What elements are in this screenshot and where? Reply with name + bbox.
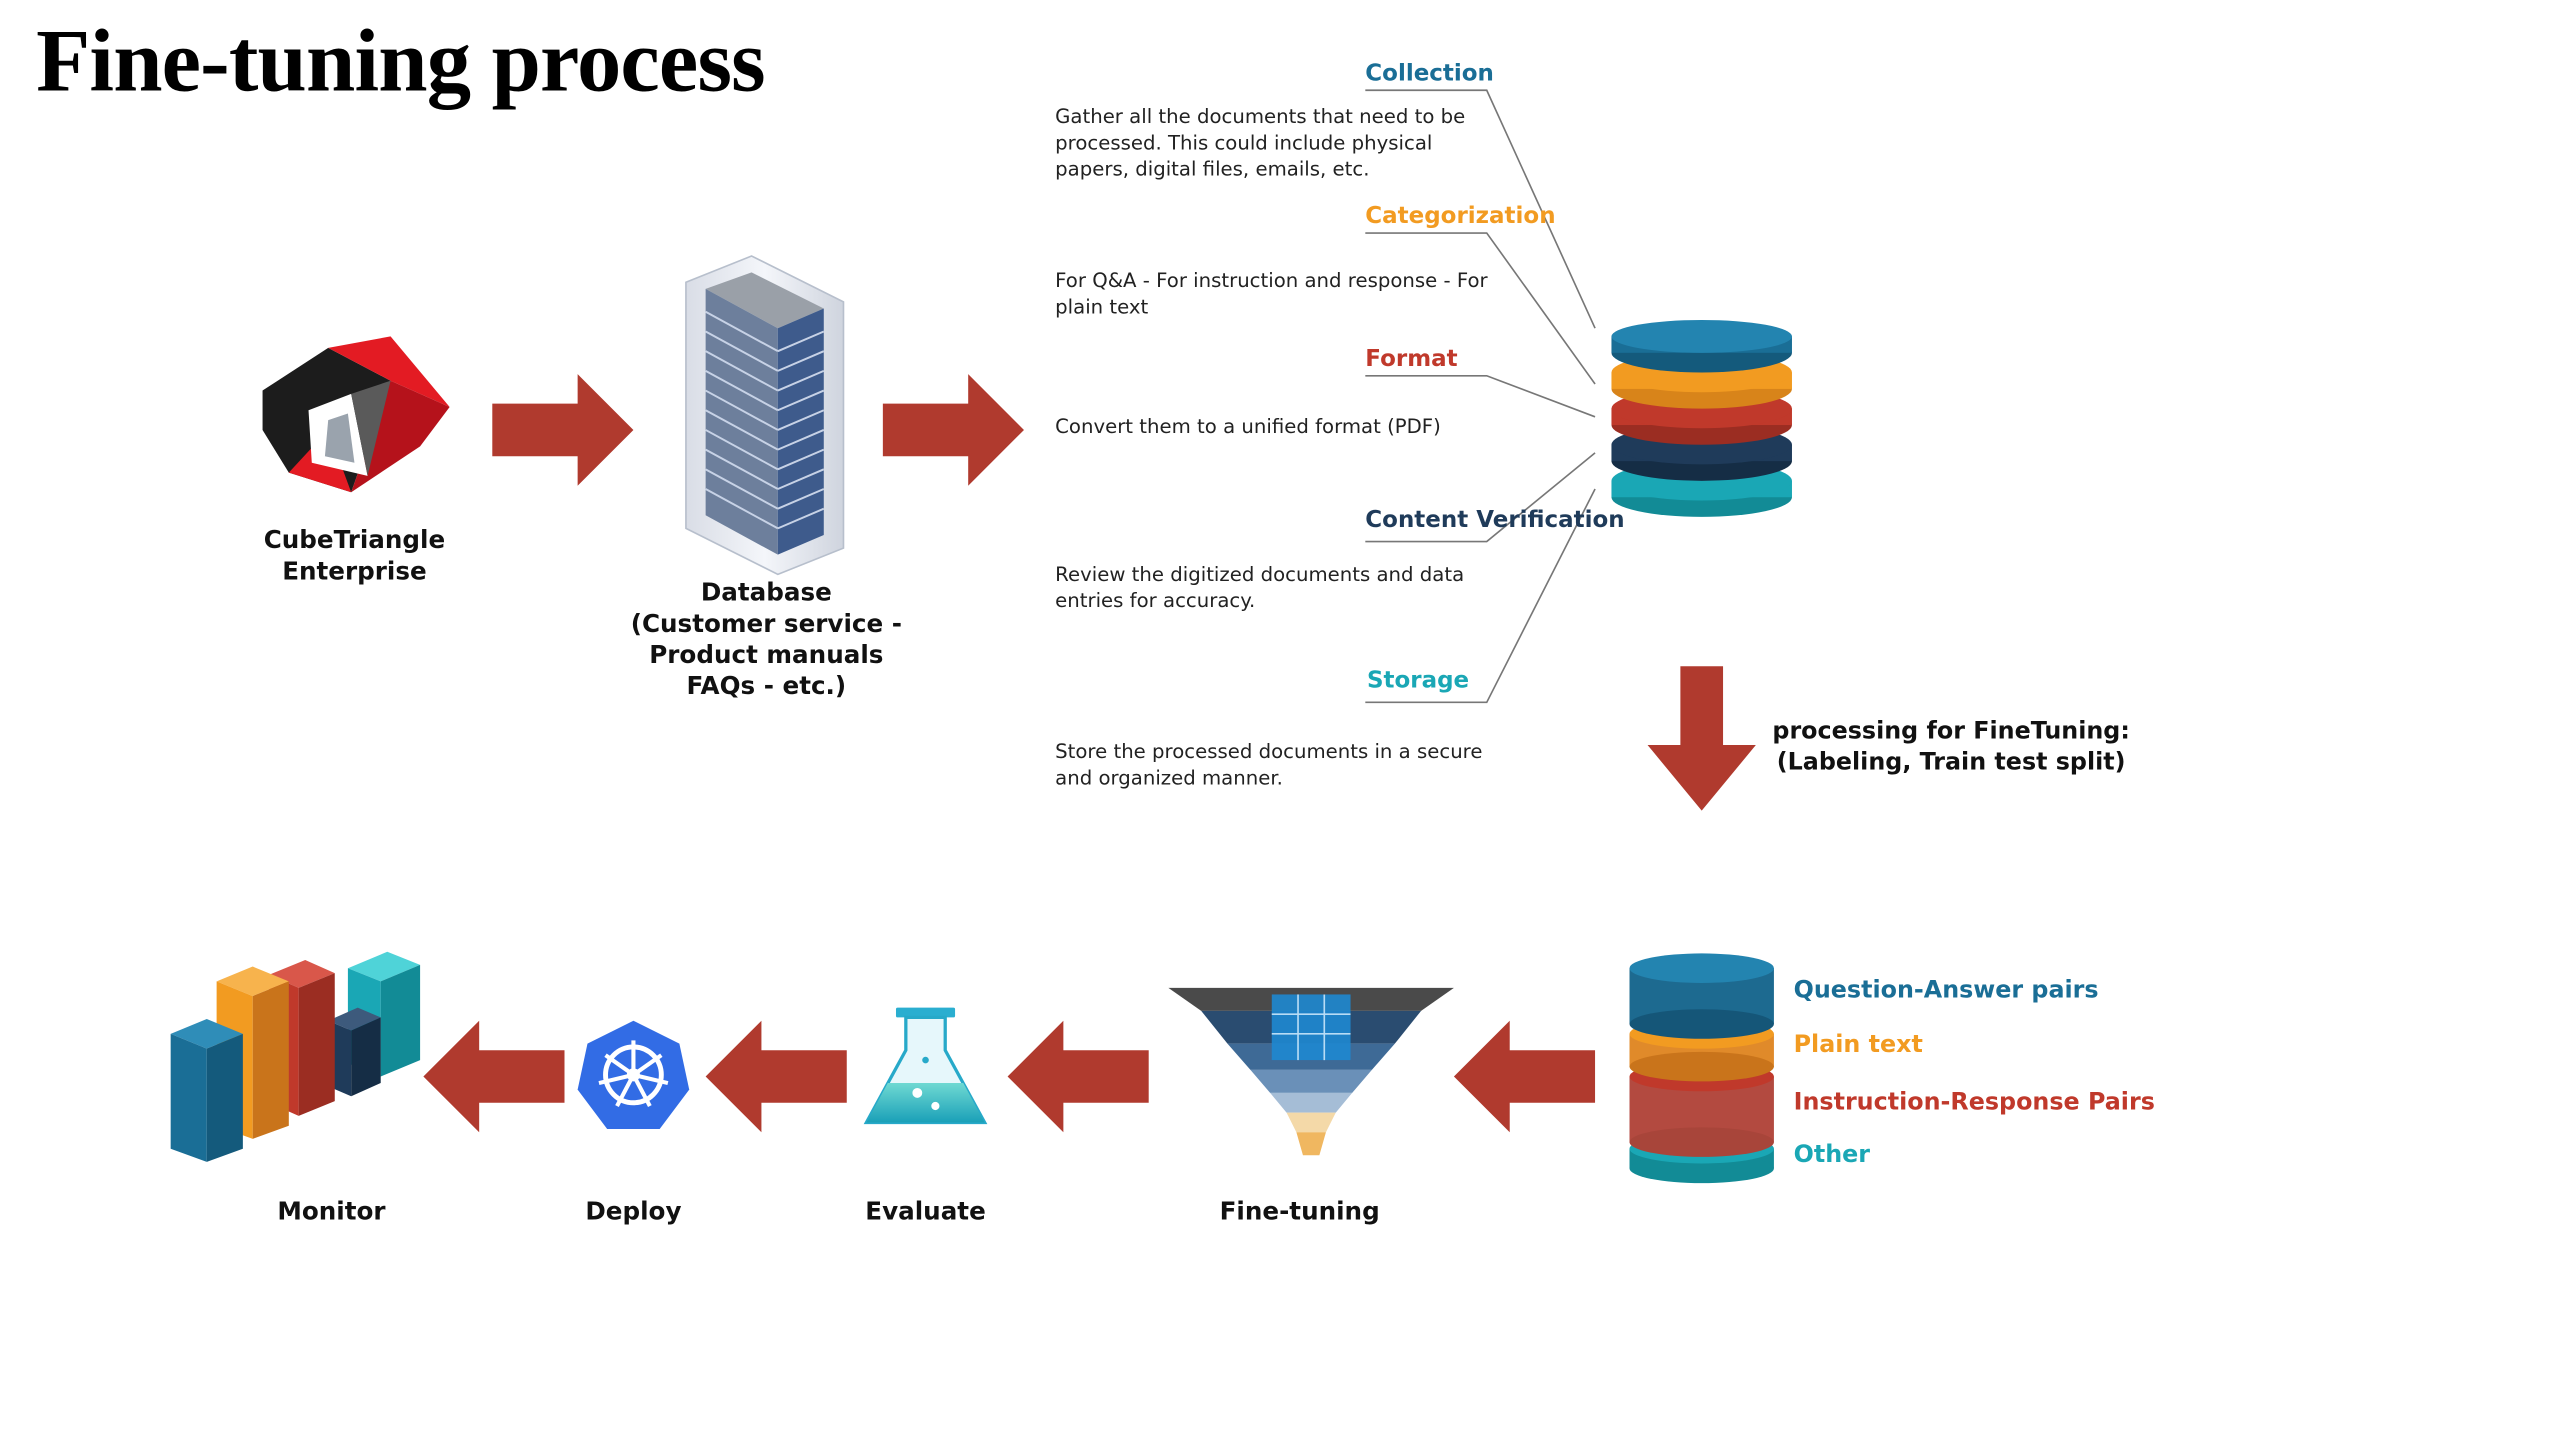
arrow-finetuning-to-evaluate (1007, 1020, 1149, 1133)
processing-label: processing for FineTuning: (Labeling, Tr… (1769, 717, 2133, 779)
step-desc-categorization: For Q&A - For instruction and response -… (1055, 267, 1514, 320)
arrow-evaluate-to-deploy (705, 1020, 847, 1133)
kubernetes-wheel-icon (577, 1020, 690, 1130)
bar-chart-icon (170, 951, 421, 1162)
step-desc-line: and organized manner. (1055, 766, 1283, 790)
step-title-categorization: Categorization (1365, 203, 1556, 230)
pipeline-label-finetuning: Fine-tuning (1219, 1196, 1380, 1226)
step-desc-line: plain text (1055, 295, 1149, 319)
database-label-line4: FAQs - etc.) (686, 671, 847, 701)
page-title: Fine-tuning process (36, 11, 766, 110)
cube-triangle-logo-icon (262, 336, 450, 493)
step-desc-line: For Q&A - For instruction and response -… (1055, 269, 1488, 293)
step-desc-line: entries for accuracy. (1055, 589, 1256, 613)
legend-other: Other (1793, 1142, 1871, 1169)
step-desc-line: processed. This could include physical (1055, 131, 1433, 155)
pipeline-label-monitor: Monitor (277, 1196, 386, 1226)
flask-icon (863, 1007, 988, 1125)
arrow-enterprise-to-database (492, 374, 634, 486)
step-desc-line: Gather all the documents that need to be (1055, 105, 1466, 128)
dataset-cylinder-icon (1629, 953, 1774, 1184)
arrow-dataset-to-finetuning (1453, 1020, 1596, 1133)
step-desc-collection: Gather all the documents that need to be… (1055, 103, 1498, 182)
processing-label-line2: (Labeling, Train test split) (1776, 749, 2126, 777)
database-label-line1: Database (700, 577, 832, 608)
legend-plain-text: Plain text (1793, 1032, 1923, 1059)
step-desc-content-verification: Review the digitized documents and data … (1055, 561, 1498, 614)
callout-lines (1365, 89, 1596, 704)
step-desc-line: Store the processed documents in a secur… (1055, 740, 1483, 764)
arrow-database-to-steps (882, 374, 1024, 486)
step-desc-format: Convert them to a unified format (PDF) (1055, 414, 1498, 440)
database-label-line2: (Customer service - (630, 608, 902, 639)
step-desc-line: Convert them to a unified format (PDF) (1055, 415, 1441, 439)
step-title-content-verification: Content Verification (1365, 507, 1625, 534)
funnel-icon (1168, 987, 1454, 1156)
document-stack-icon (1611, 319, 1792, 517)
step-desc-line: papers, digital files, emails, etc. (1055, 157, 1370, 181)
legend-question-answer: Question-Answer pairs (1793, 978, 2099, 1005)
server-rack-icon (685, 255, 845, 576)
step-title-format: Format (1365, 346, 1458, 373)
arrow-deploy-to-monitor (423, 1020, 565, 1133)
enterprise-label-line2: Enterprise (282, 556, 427, 586)
arrow-down-processing (1647, 666, 1756, 811)
database-label-line3: Product manuals (649, 639, 884, 670)
pipeline-label-evaluate: Evaluate (865, 1196, 986, 1226)
step-desc-storage: Store the processed documents in a secur… (1055, 738, 1498, 791)
enterprise-label-line1: CubeTriangle (263, 525, 446, 555)
enterprise-label: CubeTriangle Enterprise (240, 525, 470, 587)
step-desc-line: Review the digitized documents and data (1055, 562, 1465, 586)
legend-instruction-response: Instruction-Response Pairs (1793, 1089, 2155, 1116)
processing-label-line1: processing for FineTuning: (1772, 718, 2130, 746)
pipeline-label-deploy: Deploy (585, 1196, 682, 1226)
database-label: Database (Customer service - Product man… (617, 578, 916, 703)
step-title-collection: Collection (1365, 60, 1494, 87)
step-title-storage: Storage (1366, 667, 1470, 695)
